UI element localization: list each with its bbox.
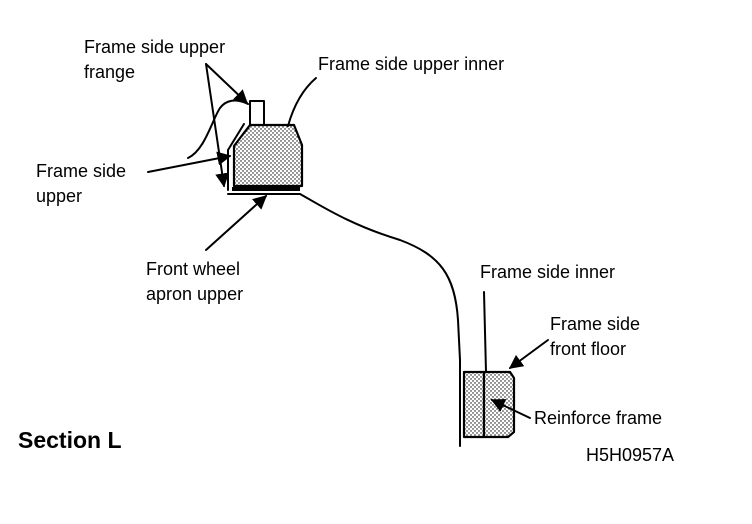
label-frame-side-front-floor-2: front floor bbox=[550, 339, 626, 359]
label-frame-side-upper-frange-1: Frame side upper bbox=[84, 37, 225, 57]
leader-frange-curve bbox=[187, 99, 249, 159]
label-front-wheel-apron-upper-2: apron upper bbox=[146, 284, 243, 304]
label-frame-side-upper-1: Frame side bbox=[36, 161, 126, 181]
connecting-panel-curve bbox=[299, 193, 461, 361]
leader-frame-side-upper bbox=[147, 151, 232, 173]
leader-front-floor bbox=[508, 339, 549, 369]
label-frame-side-upper-frange-2: frange bbox=[84, 62, 135, 82]
frame-side-inner-shape bbox=[462, 370, 486, 439]
label-frame-side-inner: Frame side inner bbox=[480, 262, 615, 282]
leader-upper-inner bbox=[287, 77, 317, 127]
section-title: Section L bbox=[18, 427, 122, 453]
leader-lines bbox=[147, 63, 549, 419]
frame-side-upper-frange-shape bbox=[249, 100, 265, 125]
label-frame-side-upper-inner: Frame side upper inner bbox=[318, 54, 504, 74]
leader-frange-1 bbox=[205, 63, 249, 104]
leader-frame-side-inner bbox=[483, 291, 487, 373]
leader-apron-upper bbox=[205, 195, 268, 251]
label-front-wheel-apron-upper-1: Front wheel bbox=[146, 259, 240, 279]
figure-code: H5H0957A bbox=[586, 445, 674, 465]
label-reinforce-frame: Reinforce frame bbox=[534, 408, 662, 428]
leader-frange-2 bbox=[205, 63, 230, 188]
frame-side-upper-assembly bbox=[227, 100, 304, 195]
label-frame-side-upper-2: upper bbox=[36, 186, 82, 206]
label-frame-side-front-floor-1: Frame side bbox=[550, 314, 640, 334]
leader-reinforce-frame bbox=[490, 399, 531, 419]
reinforce-frame-shape bbox=[482, 370, 516, 439]
frame-side-upper-inner-shape bbox=[232, 123, 304, 188]
frame-side-lower-assembly bbox=[462, 370, 516, 439]
